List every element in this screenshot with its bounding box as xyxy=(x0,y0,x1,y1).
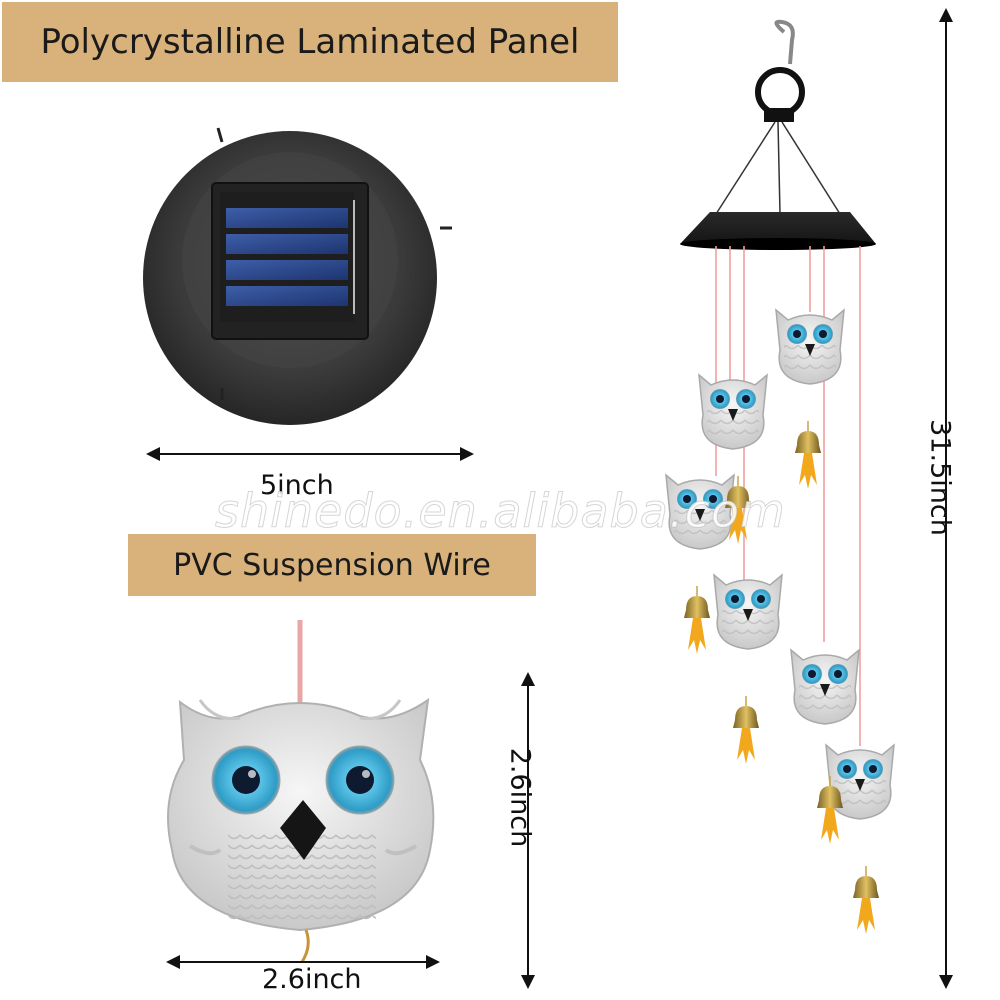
owl-height-arrow xyxy=(521,672,535,989)
large-owl-figure xyxy=(167,620,435,963)
total-height-label: 31.5inch xyxy=(924,419,956,536)
panel-label: Polycrystalline Laminated Panel xyxy=(2,2,618,82)
solar-panel-disc xyxy=(143,127,452,425)
owl-width-label: 2.6inch xyxy=(262,964,362,995)
owl-width-arrow xyxy=(166,955,440,969)
total-height-arrow xyxy=(939,8,953,989)
panel-width-arrow xyxy=(146,447,474,461)
panel-width-label: 5inch xyxy=(260,470,334,501)
watermark: shinedo.en.alibaba.com xyxy=(215,484,786,539)
wind-chime xyxy=(665,19,895,935)
owl-height-label: 2.6inch xyxy=(504,747,536,848)
panel-label-text: Polycrystalline Laminated Panel xyxy=(40,22,580,62)
wire-label: PVC Suspension Wire xyxy=(128,534,536,596)
wire-label-text: PVC Suspension Wire xyxy=(173,547,491,583)
